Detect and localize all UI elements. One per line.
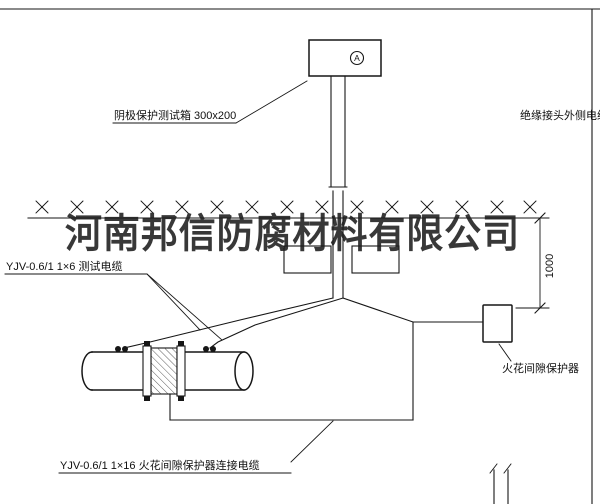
test-box: A: [308, 39, 382, 77]
terminal-label: A: [354, 53, 360, 63]
weld-point-left: [122, 346, 128, 352]
pipe-right-cap: [234, 351, 254, 391]
watermark-text: 河南邦信防腐材料有限公司: [65, 211, 520, 256]
joint-flange-left: [142, 345, 152, 397]
ground-hatch-marks: [35, 200, 537, 214]
callout-protector-cable-label: YJV-0.6/1 1×16 火花间隙保护器连接电缆: [60, 458, 260, 472]
callout-test-cable-label: YJV-0.6/1 1×6 测试电缆: [6, 260, 122, 273]
terminal-circle: [349, 50, 365, 66]
weld-point-right: [210, 346, 216, 352]
callout-test-cable: YJV-0.6/1 1×6 测试电缆: [4, 260, 223, 341]
joint-bolt: [144, 396, 150, 401]
test-cable-right: [209, 297, 344, 349]
joint-bolt: [178, 341, 184, 346]
concrete-block-right: [351, 245, 400, 274]
callout-protector-cable: YJV-0.6/1 1×16 火花间隙保护器连接电缆: [58, 420, 334, 474]
insulating-joint-sleeve-hatch: [151, 348, 177, 394]
spark-gap-protector: [482, 304, 513, 343]
cables: [123, 297, 484, 421]
callout-leader: [290, 420, 334, 463]
joint-bolt: [144, 341, 150, 346]
dimension-tick: [534, 212, 546, 224]
test-cable-left: [123, 297, 334, 349]
callout-spark-protector: 火花间隙保护器: [498, 343, 579, 375]
callout-leader: [235, 80, 308, 124]
callout-outer-cable-label: 绝缘接头外侧电缆: [520, 108, 600, 122]
dimension-tick: [534, 302, 546, 314]
concrete-block-left: [283, 245, 332, 274]
callout-test-box-label: 阴极保护测试箱 300x200: [114, 108, 236, 122]
weld-point-right: [203, 346, 209, 352]
pipe-stub-symbol: [489, 463, 512, 504]
dimension-label: 1000: [544, 254, 556, 278]
pipe-left-cap: [81, 351, 93, 391]
callout-test-box: 阴极保护测试箱 300x200: [112, 80, 308, 124]
callout-spark-protector-label: 火花间隙保护器: [502, 361, 579, 375]
dimension-1000: 1000: [515, 212, 556, 314]
joint-bolt: [178, 396, 184, 401]
callout-leader: [146, 273, 223, 341]
pipeline: [81, 341, 254, 401]
weld-point-left: [115, 346, 121, 352]
callout-leader: [498, 343, 512, 362]
protector-cable-upper: [342, 297, 484, 323]
callout-leader: [146, 273, 201, 331]
test-post: [328, 75, 348, 299]
joint-flange-right: [176, 345, 186, 397]
